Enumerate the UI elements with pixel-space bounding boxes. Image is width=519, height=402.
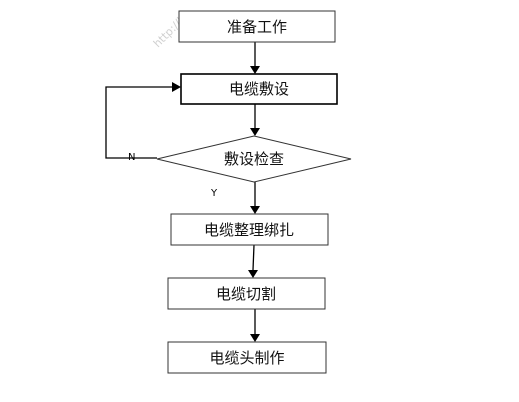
node-check-label: 敷设检查 (224, 150, 284, 168)
node-cut-box (167, 277, 326, 310)
node-lay-label: 电缆敷设 (229, 80, 289, 98)
node-head-box (167, 341, 327, 374)
node-arrange-label: 电缆整理绑扎 (204, 221, 294, 239)
edge-arrange-cut (252, 244, 255, 271)
node-cut-label: 电缆切割 (216, 285, 276, 303)
node-arrange-box (170, 213, 329, 246)
node-check-diamond (156, 135, 352, 183)
arrow-cut-head (250, 334, 260, 342)
node-head-label: 电缆头制作 (209, 349, 284, 367)
node-lay-box (180, 73, 338, 105)
edge-check-lay-loop (105, 86, 172, 159)
node-prepare-box (178, 10, 336, 43)
edge-label-no: N (128, 152, 135, 163)
arrow-prepare-lay (250, 66, 260, 74)
arrow-check-lay-loop (172, 82, 181, 92)
arrow-lay-check (250, 128, 260, 136)
arrow-arrange-cut (248, 270, 258, 278)
edge-label-yes: Y (210, 188, 218, 199)
node-prepare-label: 准备工作 (227, 18, 287, 36)
arrow-check-arrange (250, 206, 260, 214)
